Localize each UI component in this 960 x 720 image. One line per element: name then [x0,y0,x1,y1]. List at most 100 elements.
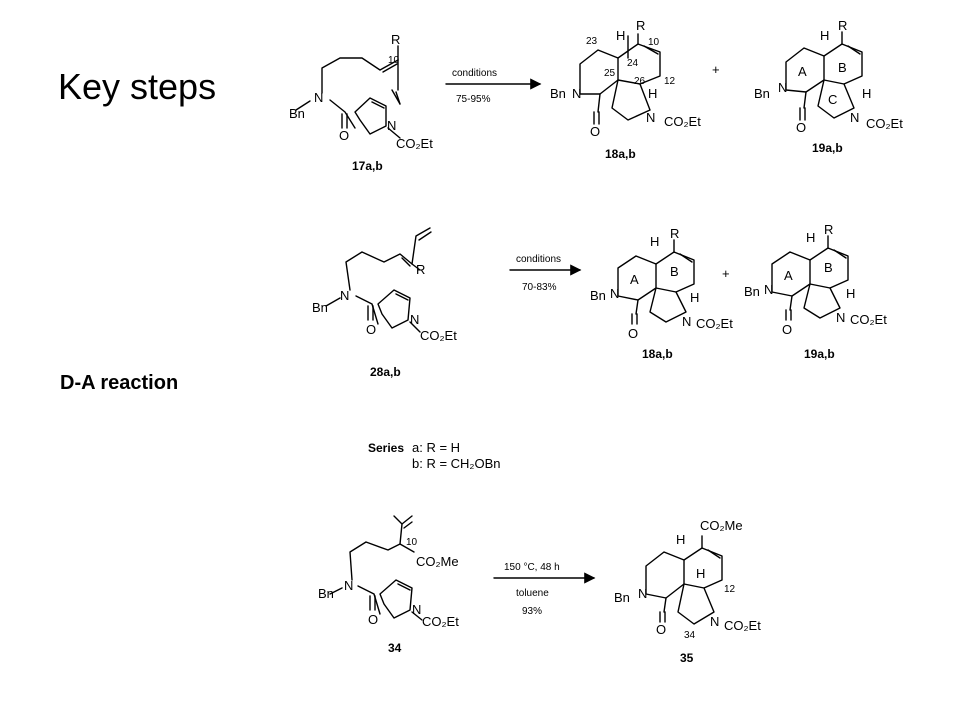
scheme3-product: CO₂Me H H 12 N Bn O 34 N CO₂Et 35 [614,518,761,665]
s1-p1-R: R [636,18,645,33]
scheme1: R 10 N Bn O N CO₂Et 17a,b conditions 75-… [289,18,903,173]
s2-p2-H2: H [846,286,855,301]
s1-p1-23: 23 [586,36,598,47]
series-line-b: b: R = CH₂OBn [412,456,501,471]
s2-p2-H: H [806,230,815,245]
slide-subtitle: D-A reaction [60,372,179,394]
s3-p-O: O [656,622,666,637]
s1-p2-N2: N [850,110,859,125]
scheme2: R N Bn O N CO₂Et 28a,b conditions 70-83% [312,222,887,379]
s1-p1-12: 12 [664,76,676,87]
s1-reactant-label: 17a,b [352,159,383,173]
scheme1-product1: R H 23 10 24 25 26 12 H N Bn O N CO₂Et 1… [550,18,701,161]
s2-p2-N: N [764,282,773,297]
s2-p1-Bn: Bn [590,288,606,303]
s2-reactant-label: 28a,b [370,365,401,379]
s1-p1-O: O [590,124,600,139]
s3-arrow-middle: toluene [516,588,549,599]
scheme3-reactant: 10 CO₂Me N Bn O N CO₂Et 34 [318,515,459,655]
s2-p1-N: N [610,286,619,301]
s2-r-Bn: Bn [312,300,328,315]
slide-title: Key steps [58,66,217,107]
s3-r-N2: N [412,602,421,617]
s1-p1-26: 26 [634,76,646,87]
s2-p2-B: B [824,260,833,275]
s1-r-N: N [314,90,323,105]
s1-r-O: O [339,128,349,143]
s3-arrow-bottom: 93% [522,606,542,617]
s2-r-R: R [416,262,425,277]
s2-p1-B: B [670,264,679,279]
s3-p-H: H [676,532,685,547]
s2-r-N2: N [410,312,419,327]
scheme2-product2: R H A B H N Bn O N CO₂Et 19a,b [744,222,887,361]
series-heading: Series [368,441,404,455]
s1-p2-Bn: Bn [754,86,770,101]
s2-p1-H: H [650,234,659,249]
s2-p2-N2: N [836,310,845,325]
s1-p2-H2: H [862,86,871,101]
s1-product1-label: 18a,b [605,147,636,161]
s1-p1-25: 25 [604,68,616,79]
scheme2-product1: R H A B H N Bn O N CO₂Et 18a,b [590,226,733,361]
s1-p1-N: N [572,86,581,101]
s3-reactant-label: 34 [388,641,402,655]
s2-arrow-top: conditions [516,254,561,265]
s1-plus: + [712,62,720,77]
s2-r-CO2Et: CO₂Et [420,328,457,343]
s1-p1-CO2Et: CO₂Et [664,114,701,129]
s1-p1-H: H [616,28,625,43]
s3-r-Bn: Bn [318,586,334,601]
s2-product1-label: 18a,b [642,347,673,361]
s1-r-N2: N [387,118,396,133]
scheme3: 10 CO₂Me N Bn O N CO₂Et 34 150 °C, 48 h … [318,515,761,665]
s3-r-O: O [368,612,378,627]
s3-p-CO2Me: CO₂Me [700,518,743,533]
s1-p1-N2: N [646,110,655,125]
s1-arrow-top: conditions [452,68,497,79]
s2-p1-H2: H [690,290,699,305]
scheme2-reactant: R N Bn O N CO₂Et 28a,b [312,227,457,379]
s2-p2-Bn: Bn [744,284,760,299]
s1-p2-A: A [798,64,807,79]
s3-p-H2: H [696,566,705,581]
s2-p2-O: O [782,322,792,337]
series-line-a: a: R = H [412,440,460,455]
s1-p2-O: O [796,120,806,135]
s1-p2-C: C [828,92,837,107]
scheme1-reactant: R 10 N Bn O N CO₂Et 17a,b [289,32,433,173]
s3-p-Bn: Bn [614,590,630,605]
s3-r-10: 10 [406,537,418,548]
s1-p2-R: R [838,18,847,33]
s2-arrow-bottom: 70-83% [522,282,557,293]
s1-r-CO2Et: CO₂Et [396,136,433,151]
s2-p1-A: A [630,272,639,287]
s1-r-10: 10 [388,55,400,66]
s1-r-Bn: Bn [289,106,305,121]
s3-r-CO2Et: CO₂Et [422,614,459,629]
s1-p1-10: 10 [648,37,660,48]
s1-product2-label: 19a,b [812,141,843,155]
s2-r-N: N [340,288,349,303]
s1-p1-Bn: Bn [550,86,566,101]
s1-arrow-bottom: 75-95% [456,94,491,105]
s3-product-label: 35 [680,651,694,665]
s1-r-R: R [391,32,400,47]
s2-p1-CO2Et: CO₂Et [696,316,733,331]
s3-p-N: N [638,586,647,601]
s2-p2-A: A [784,268,793,283]
s3-r-N: N [344,578,353,593]
s3-p-N2: N [710,614,719,629]
scheme1-product2: R H A B C H N Bn O N CO₂Et 19a,b [754,18,903,155]
s1-p2-CO2Et: CO₂Et [866,116,903,131]
s3-r-CO2Me: CO₂Me [416,554,459,569]
s3-arrow-top: 150 °C, 48 h [504,562,560,573]
series-legend: Series a: R = H b: R = CH₂OBn [368,440,501,471]
s3-p-CO2Et: CO₂Et [724,618,761,633]
s2-p1-O: O [628,326,638,341]
s1-p1-24: 24 [627,58,639,69]
s2-plus: + [722,266,730,281]
s2-r-O: O [366,322,376,337]
s1-p2-B: B [838,60,847,75]
